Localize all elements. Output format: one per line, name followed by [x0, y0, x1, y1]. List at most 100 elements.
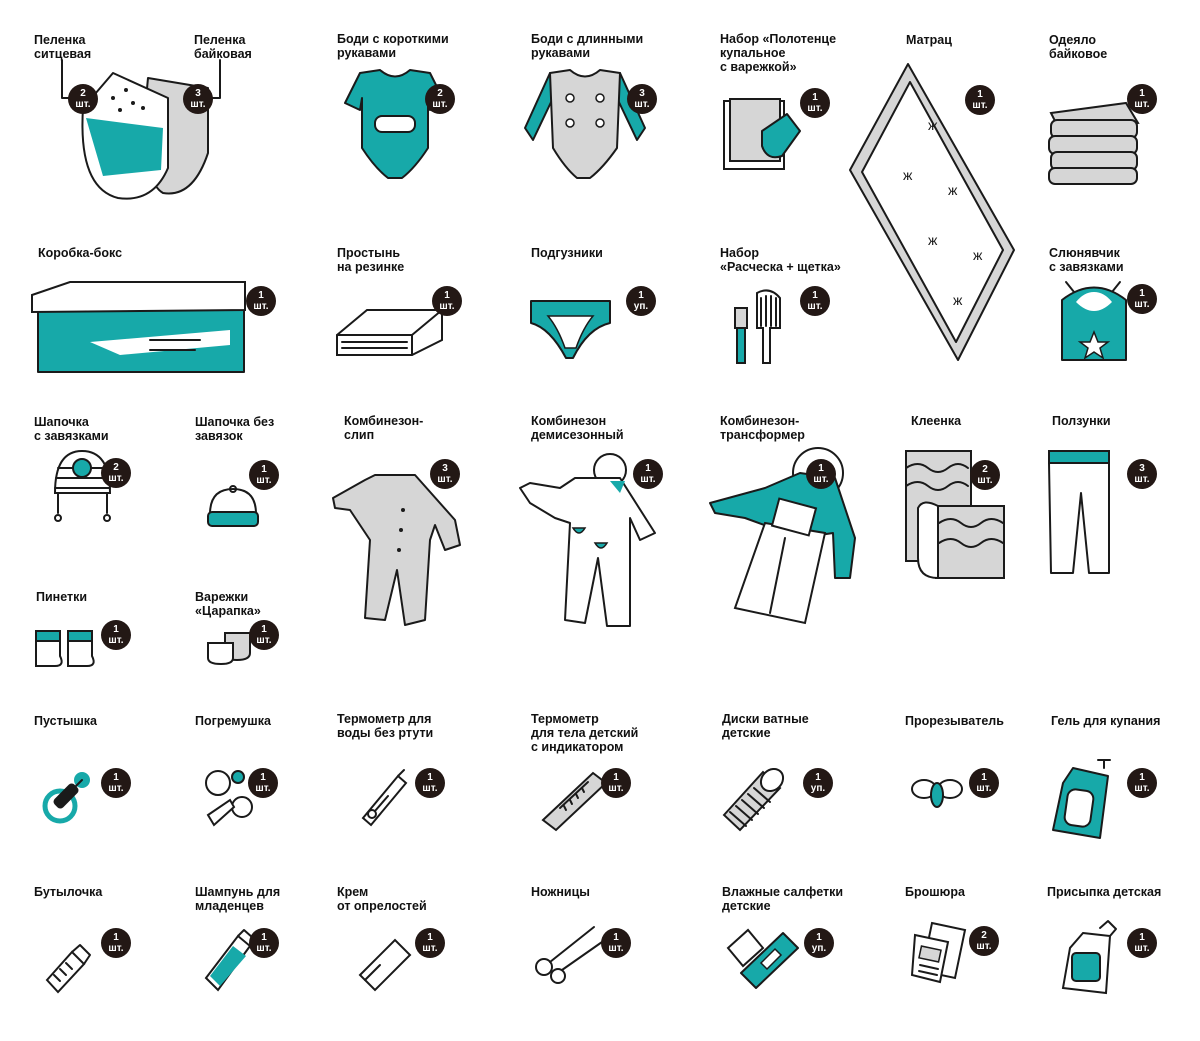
mattress-icon: жж жж жж — [849, 63, 1015, 361]
item-label-mattress: Матрац — [906, 33, 952, 47]
item-label-tied-cap: Шапочка с завязками — [34, 415, 109, 443]
cap-icon — [207, 485, 259, 527]
cream-icon — [358, 938, 412, 992]
item-label-shampoo: Шампунь для младенцев — [195, 885, 281, 913]
item-label-short-sleeve-bodysuit: Боди с короткими рукавами — [337, 32, 449, 60]
item-label-long-sleeve-bodysuit: Боди с длинными рукавами — [531, 32, 644, 60]
item-label-diapers: Подгузники — [531, 246, 603, 260]
svg-text:ж: ж — [948, 182, 958, 198]
blanket-icon — [1048, 101, 1140, 185]
transformer-overall-icon — [709, 447, 856, 625]
item-label-body-thermometer: Термометр для тела детский с индикатором — [531, 712, 639, 754]
rompers-icon — [1048, 450, 1110, 574]
mittens-icon — [207, 632, 251, 666]
teether-icon — [911, 779, 963, 808]
item-label-booties: Пинетки — [36, 590, 88, 604]
towel-set-icon — [723, 98, 801, 170]
item-label-box: Коробка-бокс — [38, 246, 123, 260]
bath-gel-icon — [1052, 759, 1111, 839]
item-label-bottle: Бутылочка — [34, 885, 103, 899]
swaddle-diapers-icon — [61, 59, 221, 200]
item-label-bath-gel: Гель для купания — [1051, 714, 1161, 728]
fitted-sheet-icon — [336, 309, 443, 356]
booties-icon — [35, 630, 95, 667]
svg-text:ж: ж — [928, 232, 938, 248]
item-label-wet-wipes: Влажные салфетки детские — [722, 885, 844, 913]
item-label-water-thermometer: Термометр для воды без ртути — [337, 712, 434, 740]
item-label-transformer-overall: Комбинезон- трансформер — [720, 414, 805, 442]
item-label-bib: Слюнявчик с завязками — [1049, 246, 1124, 274]
item-label-flannel-diaper: Пеленка байковая — [194, 33, 252, 61]
water-thermometer-icon — [361, 769, 408, 827]
item-label-mittens: Варежки «Царапка» — [195, 590, 261, 618]
body-thermometer-icon — [541, 771, 608, 832]
scissors-icon — [535, 926, 603, 984]
item-label-sleepsuit: Комбинезон- слип — [344, 414, 424, 442]
diapers-icon — [530, 300, 611, 359]
wet-wipes-icon — [726, 928, 799, 989]
rattle-icon — [205, 770, 253, 827]
box-icon — [31, 281, 246, 373]
item-label-cream: Крем от опрелостей — [337, 885, 427, 913]
demiseason-overall-icon — [519, 453, 656, 627]
pacifier-icon — [42, 772, 90, 824]
item-label-towel-set: Набор «Полотенце купальное с варежкой» — [720, 32, 837, 74]
item-label-rompers: Ползунки — [1052, 414, 1111, 428]
item-label-cap: Шапочка без завязок — [195, 415, 275, 443]
item-label-blanket: Одеяло байковое — [1049, 33, 1108, 61]
item-label-comb-brush: Набор «Расческа + щетка» — [720, 246, 841, 274]
svg-text:ж: ж — [928, 117, 938, 133]
svg-text:ж: ж — [973, 247, 983, 263]
item-label-demiseason-overall: Комбинезон демисезонный — [531, 414, 624, 442]
item-label-pacifier: Пустышка — [34, 714, 98, 728]
item-label-fitted-sheet: Простынь на резинке — [337, 246, 405, 274]
bib-icon — [1061, 281, 1127, 361]
brochure-icon — [910, 921, 967, 984]
svg-text:ж: ж — [903, 167, 913, 183]
comb-brush-icon — [734, 289, 781, 364]
short-sleeve-bodysuit-icon — [344, 69, 446, 179]
sleepsuit-icon — [332, 474, 461, 626]
item-label-cotton-diaper: Пеленка ситцевая — [34, 33, 92, 61]
item-label-teether: Прорезыватель — [905, 714, 1004, 728]
oilcloth-icon — [905, 450, 1005, 580]
item-label-brochure: Брошюра — [905, 885, 965, 899]
item-label-scissors: Ножницы — [531, 885, 590, 899]
tied-cap-icon — [53, 449, 112, 522]
baby-powder-icon — [1061, 920, 1117, 995]
long-sleeve-bodysuit-icon — [524, 69, 646, 179]
item-label-cotton-pads: Диски ватные детские — [722, 712, 809, 740]
